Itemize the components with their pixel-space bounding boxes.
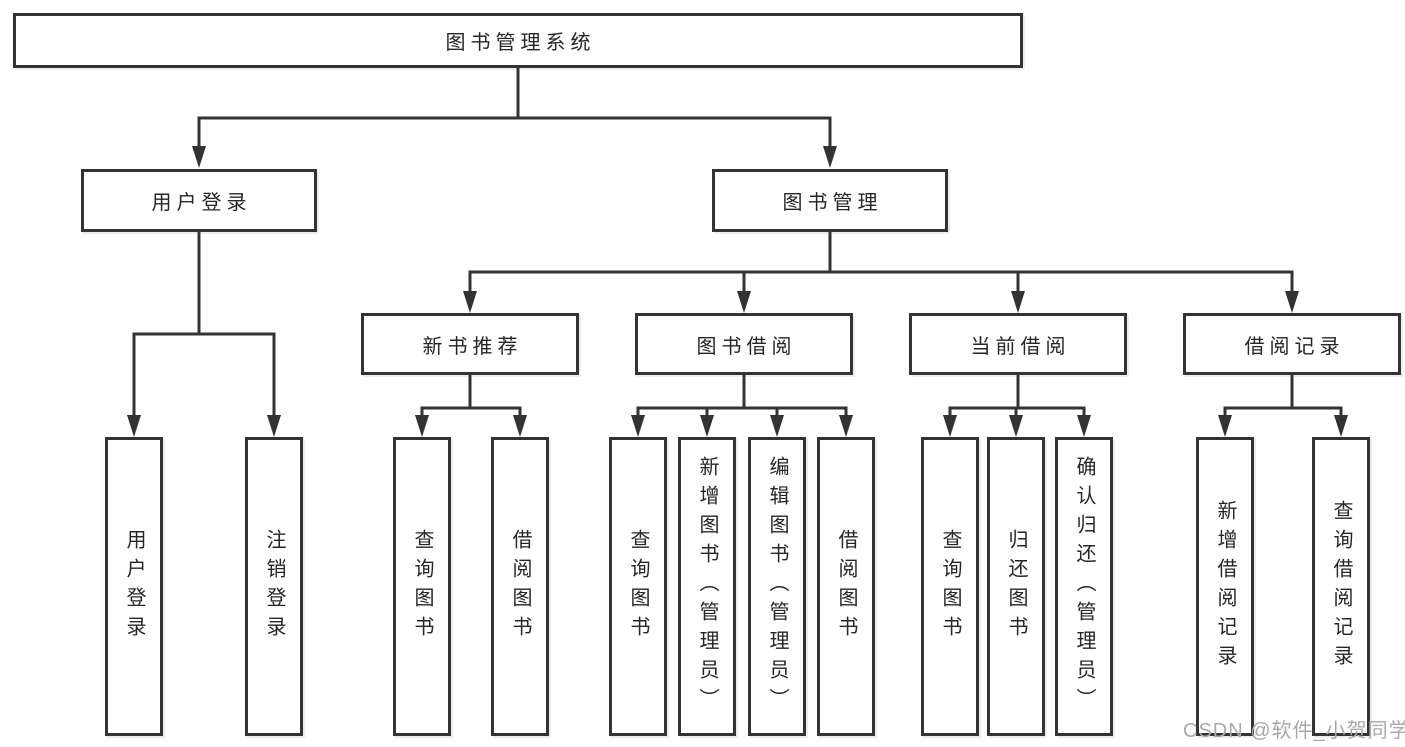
leaf-add-borrow-record: 新增借阅记录 [1196,437,1254,736]
node-new-book-recommendation: 新书推荐 [361,313,579,375]
leaf-confirm-return-admin: 确认归还（管理员） [1055,437,1113,736]
csdn-watermark: CSDN @软件_小贺同学 [1183,720,1405,742]
leaf-query-books: 查询图书 [393,437,451,736]
leaf-borrow-books: 借阅图书 [491,437,549,736]
leaf-query-borrow-record: 查询借阅记录 [1312,437,1370,736]
leaf-logout: 注销登录 [245,437,303,736]
node-library-management-system: 图书管理系统 [13,13,1023,68]
node-user-login: 用户登录 [81,169,317,232]
leaf-query-books: 查询图书 [921,437,979,736]
leaf-return-books: 归还图书 [987,437,1045,736]
node-book-borrowing: 图书借阅 [635,313,853,375]
leaf-user-login: 用户登录 [105,437,163,736]
leaf-borrow-books: 借阅图书 [817,437,875,736]
arrowheads [127,146,1348,437]
node-current-borrowing: 当前借阅 [909,313,1127,375]
leaf-add-books-admin: 新增图书（管理员） [678,437,736,736]
node-book-management: 图书管理 [712,169,948,232]
node-borrowing-records: 借阅记录 [1183,313,1401,375]
leaf-query-books: 查询图书 [609,437,667,736]
leaf-edit-books-admin: 编辑图书（管理员） [748,437,806,736]
